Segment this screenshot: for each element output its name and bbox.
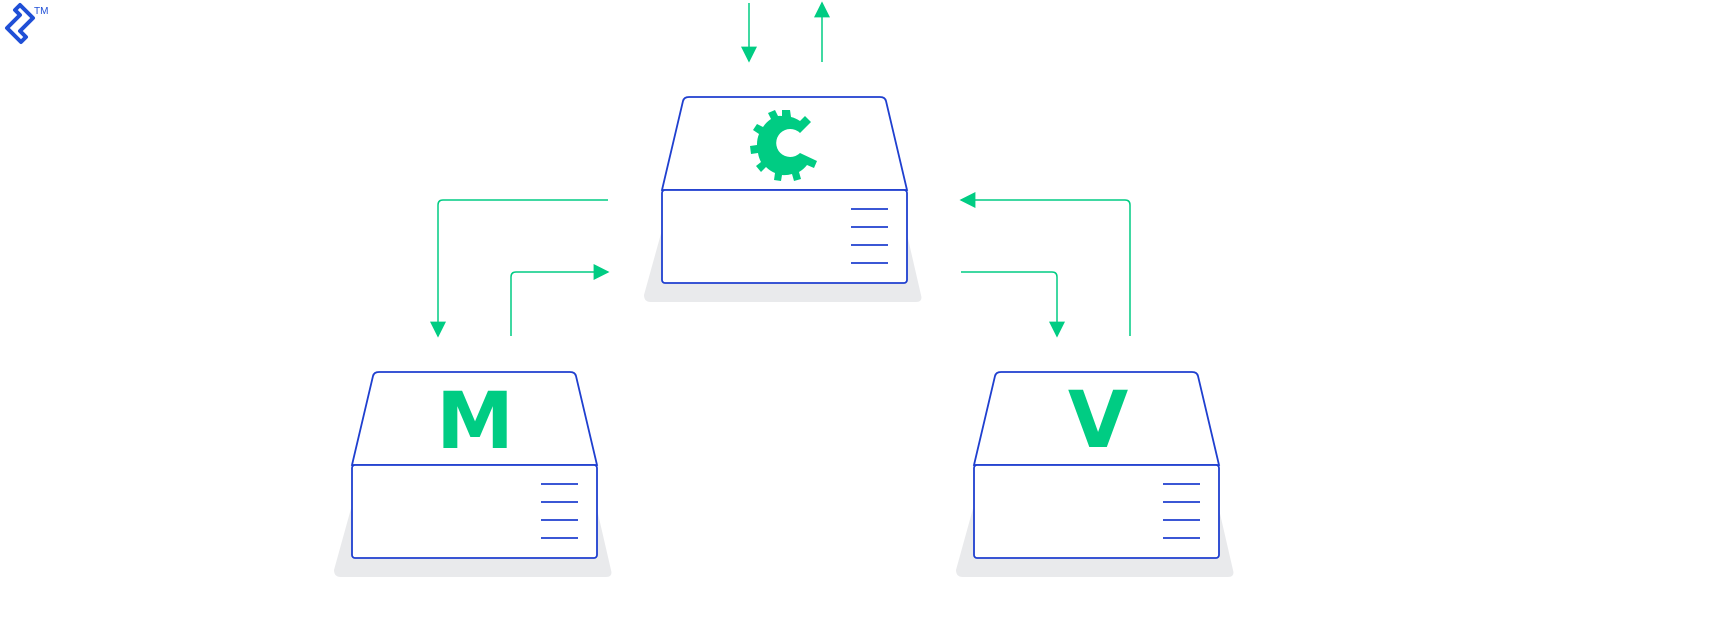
toptal-logo: TM xyxy=(5,3,48,44)
model-box: M xyxy=(334,371,612,577)
model-label: M xyxy=(436,377,514,467)
controller-box xyxy=(644,96,922,302)
view-box: V xyxy=(956,371,1234,577)
arrow-controller-to-model xyxy=(430,199,608,338)
arrow-controller-to-view xyxy=(961,271,1065,338)
gear-c-icon xyxy=(750,110,817,181)
arrow-view-to-controller xyxy=(959,192,1131,336)
arrows xyxy=(430,1,1131,338)
arrow-model-to-controller xyxy=(510,264,610,336)
trademark: TM xyxy=(34,6,48,17)
view-label: V xyxy=(1068,376,1128,466)
